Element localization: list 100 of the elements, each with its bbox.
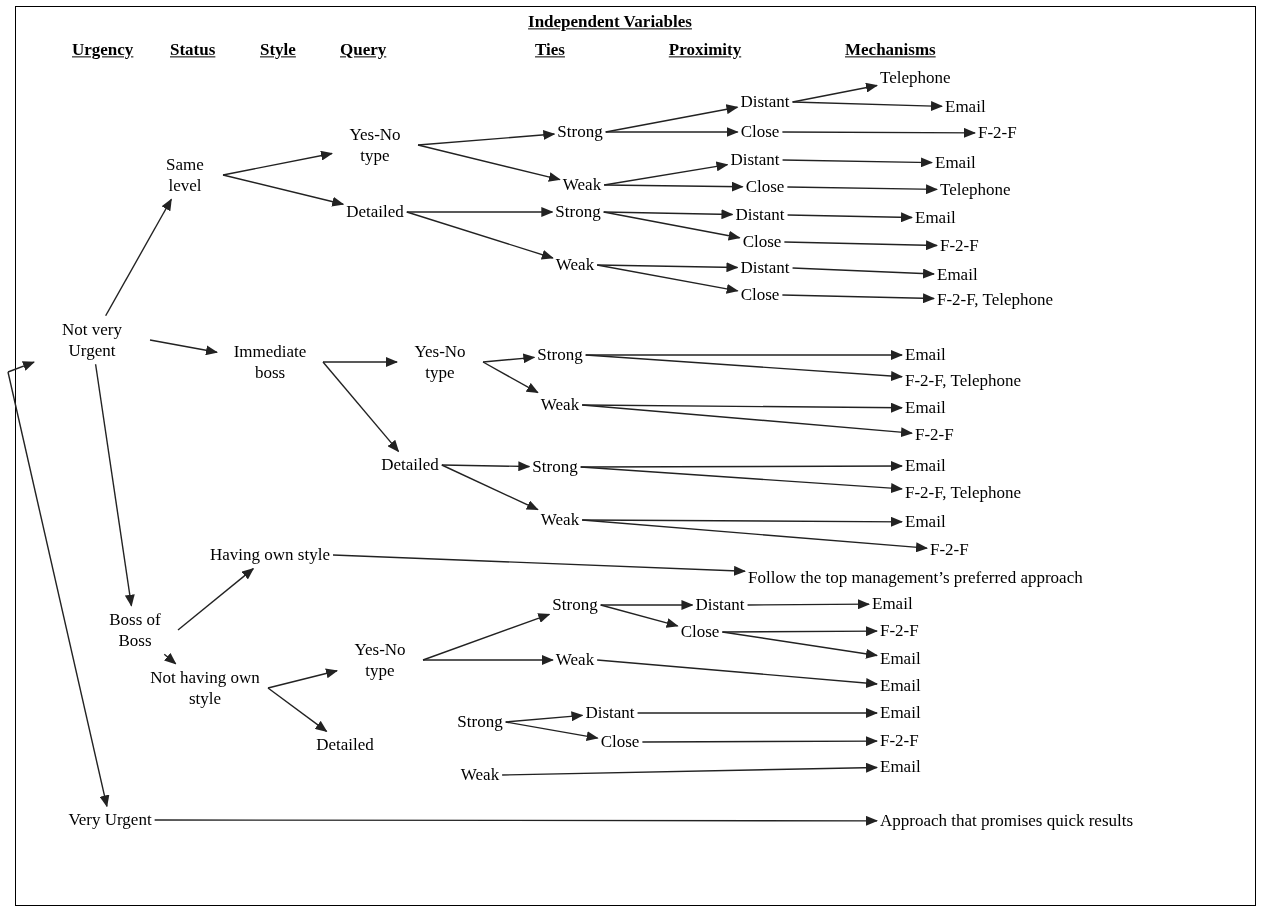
arrow <box>791 267 935 279</box>
tree-label: Distant <box>735 204 785 226</box>
arrow <box>791 101 943 111</box>
arrow <box>596 659 878 689</box>
arrow <box>791 82 878 103</box>
arrow <box>504 721 599 742</box>
tree-label: Email <box>880 756 921 778</box>
arrow <box>153 815 878 826</box>
arrow <box>94 363 135 607</box>
tree-label: Boss of Boss <box>95 608 175 652</box>
tree-label: Email <box>880 675 921 697</box>
tree-label: F-2-F <box>915 424 954 446</box>
arrow <box>781 127 976 138</box>
arrow <box>501 762 878 776</box>
arrow <box>581 404 913 438</box>
tree-label: Weak <box>460 764 500 786</box>
tree-label: Email <box>880 702 921 724</box>
tree-label: Telephone <box>940 179 1011 201</box>
arrow <box>596 262 739 273</box>
tree-label: F-2-F, Telephone <box>905 370 1022 392</box>
tree-label: Email <box>945 96 986 118</box>
arrow <box>584 354 903 382</box>
tree-label: Email <box>905 511 946 533</box>
arrow <box>222 174 345 207</box>
tree-label: Email <box>905 397 946 419</box>
tree-label: Yes-No type <box>335 123 415 167</box>
arrow <box>636 708 878 718</box>
arrow <box>7 371 110 808</box>
tree-label: Distant <box>740 91 790 113</box>
arrow <box>222 150 333 176</box>
column-heading: Urgency <box>72 39 134 61</box>
tree-label: Email <box>872 593 913 615</box>
tree-label: Close <box>740 284 780 306</box>
arrow <box>721 631 878 659</box>
tree-label: Distant <box>585 702 635 724</box>
arrow <box>602 211 741 241</box>
tree-label: Follow the top management’s preferred approach <box>748 567 1083 589</box>
arrow <box>786 184 938 195</box>
tree-label: Email <box>915 207 956 229</box>
tree-label: Email <box>935 152 976 174</box>
tree-label: F-2-F, Telephone <box>905 482 1022 504</box>
tree-label: Approach that promises quick results <box>880 810 1134 832</box>
arrow <box>482 353 536 364</box>
arrow <box>267 668 338 689</box>
tree-label: Distant <box>740 257 790 279</box>
tree-label: Telephone <box>880 67 951 89</box>
arrow <box>104 198 173 317</box>
tree-label: Having own style <box>210 544 330 566</box>
arrow <box>7 361 35 373</box>
arrow <box>602 209 734 220</box>
tree-label: Strong <box>532 456 578 478</box>
tree-label: F-2-F <box>880 620 919 642</box>
tree-label: Strong <box>555 201 601 223</box>
arrow <box>599 604 679 628</box>
column-heading: Proximity <box>668 39 742 61</box>
column-heading: Status <box>170 39 216 61</box>
arrow <box>417 129 556 146</box>
tree-label: Detailed <box>316 734 374 756</box>
tree-label: F-2-F <box>880 730 919 752</box>
arrow <box>177 567 255 631</box>
tree-label: Email <box>937 264 978 286</box>
tree-label: Detailed <box>346 201 404 223</box>
tree-label: Email <box>880 648 921 670</box>
arrow <box>504 711 584 723</box>
tree-label: Weak <box>555 254 595 276</box>
tree-label: Weak <box>540 509 580 531</box>
arrow <box>406 207 554 217</box>
column-heading: Query <box>340 39 387 61</box>
tree-label: F-2-F, Telephone <box>937 289 1054 311</box>
tree-label: Close <box>742 231 782 253</box>
column-heading: Style <box>260 39 296 61</box>
tree-label: Close <box>745 176 785 198</box>
arrow <box>641 736 878 747</box>
arrow <box>781 157 933 168</box>
column-heading: Independent Variables <box>528 11 692 33</box>
arrow <box>786 212 913 223</box>
tree-label: Email <box>905 455 946 477</box>
arrow <box>721 626 878 637</box>
tree-label: Distant <box>695 594 745 616</box>
arrow <box>422 655 554 665</box>
arrow <box>581 519 928 553</box>
arrow <box>267 687 328 733</box>
tree-label: Close <box>600 731 640 753</box>
arrow <box>406 211 554 260</box>
arrow <box>746 599 870 610</box>
tree-label: Immediate boss <box>220 340 320 384</box>
arrow <box>322 361 400 453</box>
arrow <box>482 361 539 394</box>
tree-label: Weak <box>562 174 602 196</box>
tree-label: Not very Urgent <box>37 318 147 362</box>
arrow <box>579 466 903 494</box>
tree-label: Close <box>680 621 720 643</box>
tree-label: Strong <box>557 121 603 143</box>
tree-label: Strong <box>457 711 503 733</box>
tree-label: F-2-F <box>930 539 969 561</box>
arrow <box>781 293 935 304</box>
tree-label: F-2-F <box>940 235 979 257</box>
arrow <box>441 461 531 472</box>
tree-label: Not having own style <box>145 666 265 710</box>
tree-label: Yes-No type <box>400 340 480 384</box>
